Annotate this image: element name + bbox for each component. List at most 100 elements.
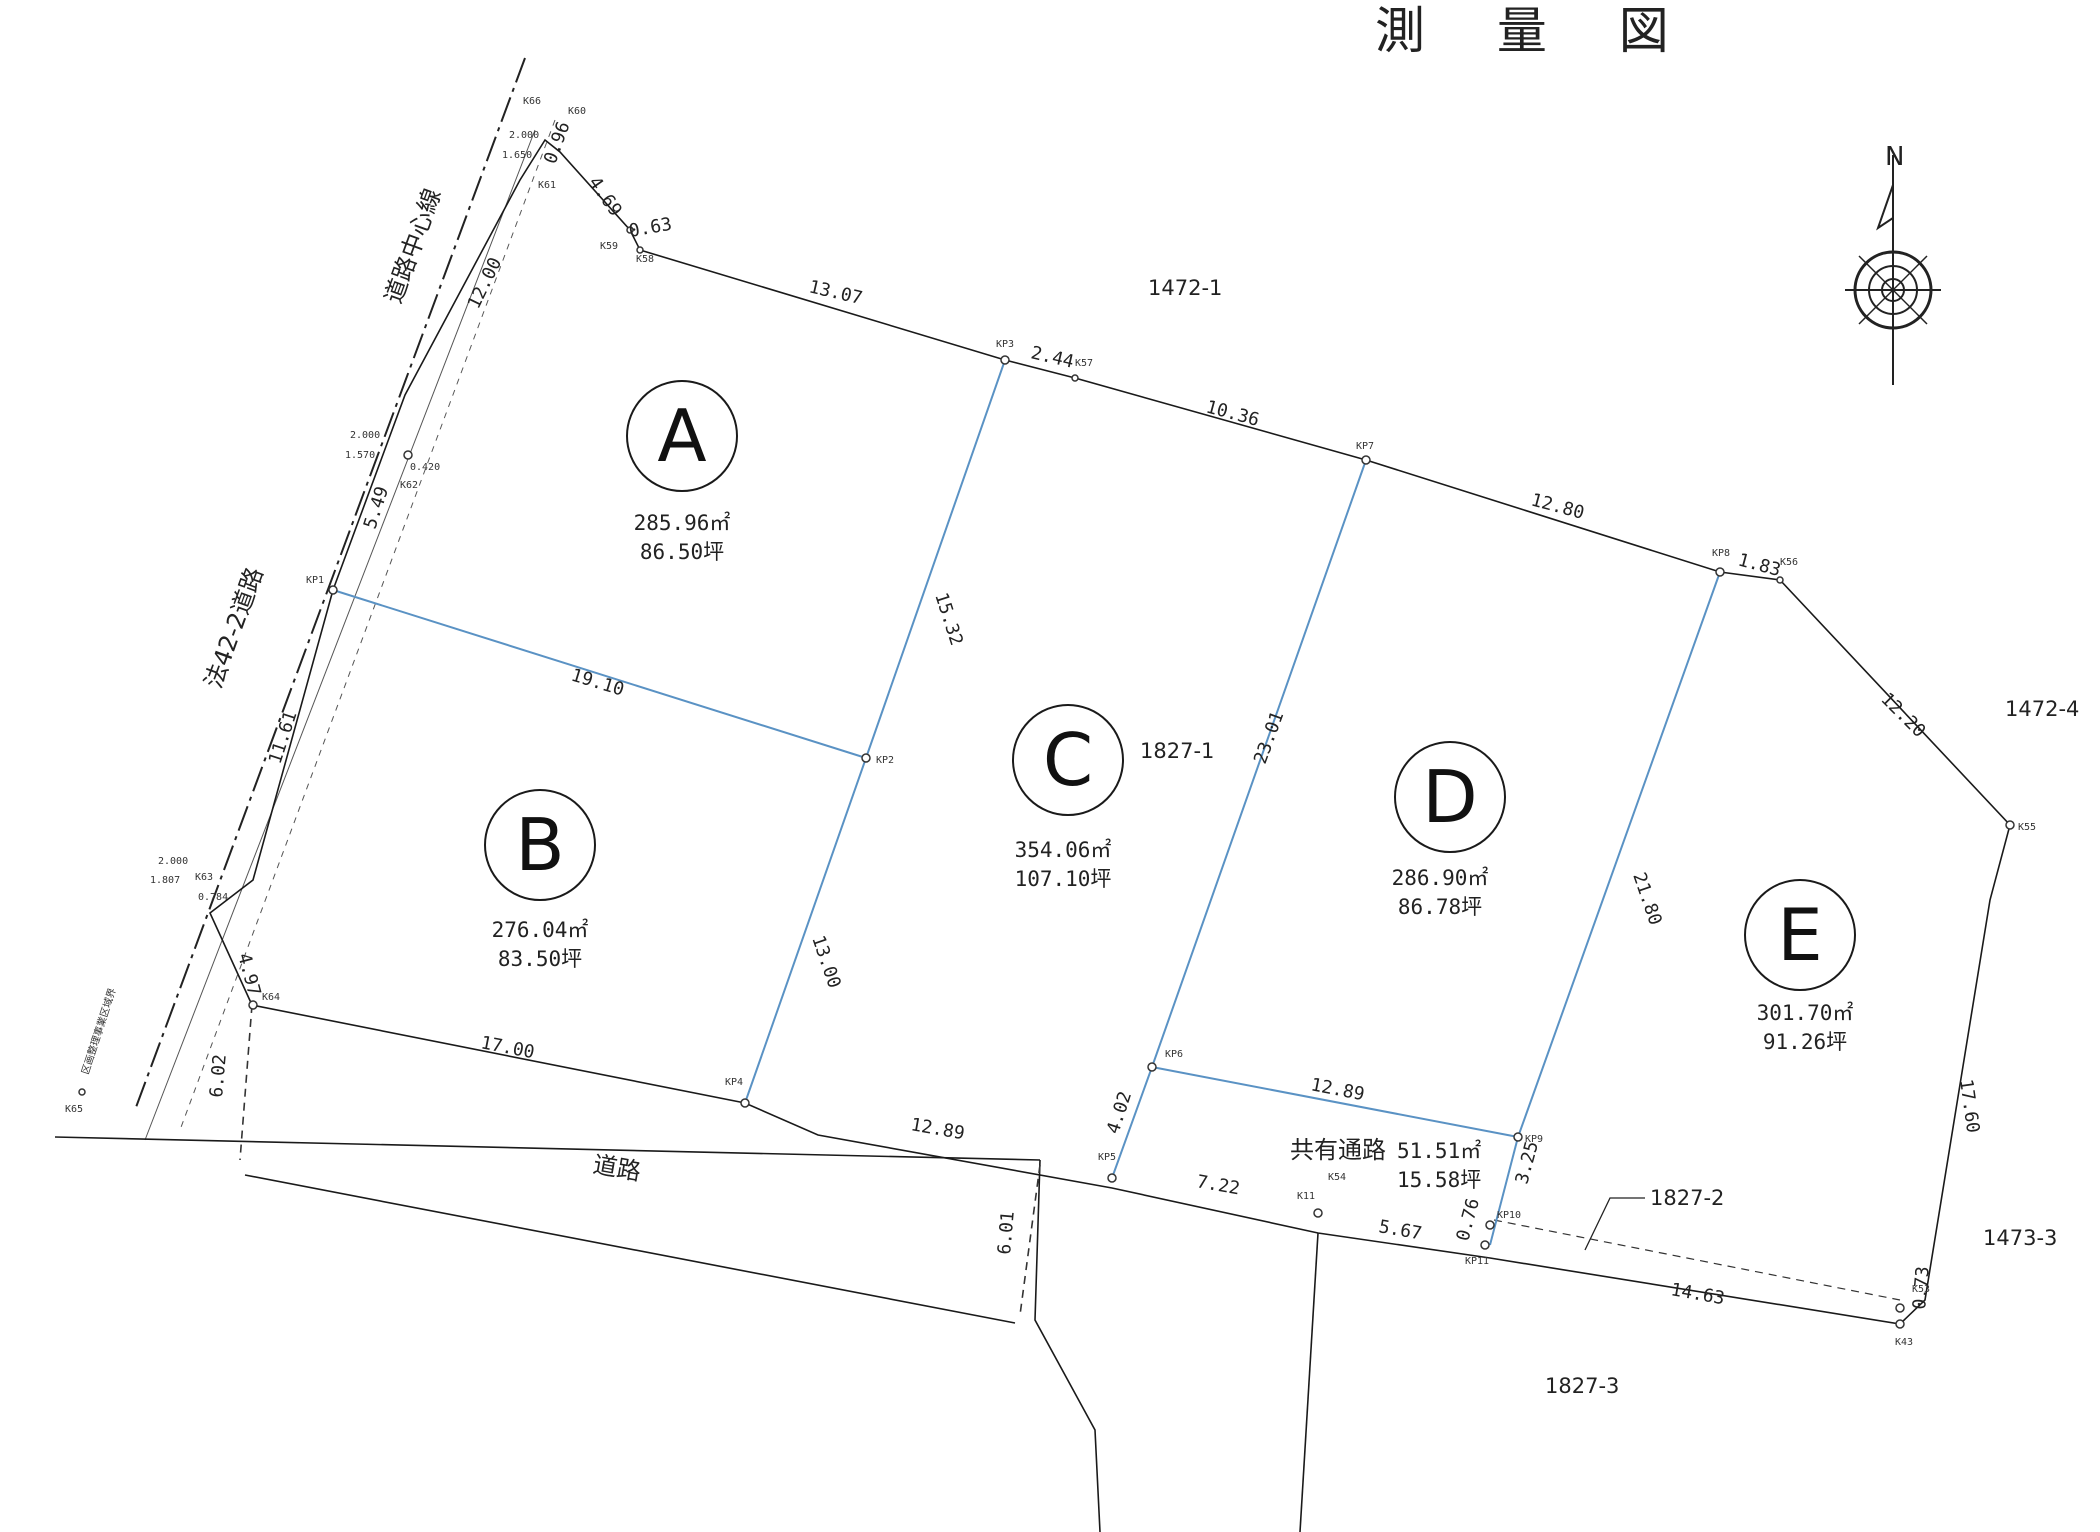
dimension-label: 0.73	[1909, 1265, 1934, 1310]
lot-e[interactable]: E 301.70㎡ 91.26坪	[1744, 879, 1856, 1054]
lot-b-letter: B	[515, 803, 564, 887]
road-branch-edge-left	[1034, 1159, 1101, 1532]
dimension-label: 15.32	[930, 590, 967, 648]
dimension-label: 1.83	[1736, 550, 1783, 582]
division-b-c	[744, 757, 867, 1104]
article-road-label: 法42-2道路	[199, 564, 269, 692]
point-label: KP9	[1525, 1134, 1543, 1145]
dimension-label: 0.784	[198, 892, 228, 903]
division-d-e	[1517, 571, 1721, 1138]
road-centerline	[134, 57, 526, 1111]
point-label: K53	[1912, 1284, 1930, 1295]
division-shared-left	[1111, 1066, 1153, 1179]
lot-b[interactable]: B 276.04㎡ 83.50坪	[484, 789, 596, 971]
boundary-points	[78, 226, 2015, 1329]
parcel-1827-1: 1827-1	[1140, 739, 1214, 763]
dimension-label: 6.01	[994, 1210, 1019, 1255]
point-label: K56	[1780, 557, 1798, 568]
lot-b-area: 276.04㎡	[492, 918, 589, 942]
dimension-label: 6.02	[206, 1053, 231, 1098]
dimension-label: 0.420	[410, 462, 440, 473]
dimension-label: 12.89	[1309, 1074, 1366, 1105]
lot-d-area: 286.90㎡	[1392, 866, 1489, 890]
point-label: K60	[568, 106, 586, 117]
lot-d[interactable]: D 286.90㎡ 86.78坪	[1392, 741, 1506, 919]
division-a-c	[865, 359, 1006, 759]
north-arrow-icon: N	[1845, 142, 1941, 385]
lot-c-circle	[1012, 704, 1124, 816]
road-edge-line	[144, 129, 536, 1141]
point-label: KP5	[1098, 1152, 1116, 1163]
centerline-label: 道路中心線	[379, 185, 446, 307]
lot-division-lines	[332, 359, 1721, 1246]
dimension-label: 12.00	[464, 254, 507, 312]
drawing-title: 測 量 図	[1375, 2, 1697, 60]
point-label: KP7	[1356, 441, 1374, 452]
point-label: KP8	[1712, 548, 1730, 559]
point-label: KP10	[1497, 1210, 1521, 1221]
point-label: K61	[538, 180, 556, 191]
parcel-1827-3: 1827-3	[1545, 1374, 1619, 1398]
road-edge-top	[54, 1136, 1041, 1161]
dimension-label: 13.07	[807, 276, 865, 309]
dimension-label: 17.60	[1955, 1078, 1983, 1135]
point-label: KP1	[306, 575, 324, 586]
division-ab	[332, 589, 867, 759]
lot-a-area: 285.96㎡	[634, 511, 731, 535]
parcel-1472-4: 1472-4	[2005, 697, 2079, 721]
division-d-shared	[1151, 1066, 1519, 1138]
lot-a-circle	[626, 380, 738, 492]
point-label: KP11	[1465, 1256, 1489, 1267]
lot-e-letter: E	[1777, 893, 1823, 977]
parcel-1472-1: 1472-1	[1148, 276, 1222, 300]
point-label: K59	[600, 241, 618, 252]
point-label: K66	[523, 96, 541, 107]
dimension-label: 17.00	[479, 1032, 536, 1063]
lot-d-tsubo: 86.78坪	[1398, 895, 1482, 919]
division-shared-right	[1489, 1136, 1519, 1246]
lot-b-tsubo: 83.50坪	[498, 947, 582, 971]
offset-label: 2.000	[509, 130, 539, 141]
shared-road-area: 51.51㎡	[1397, 1139, 1481, 1163]
dimension-label: 5.49	[360, 484, 393, 532]
point-label: K57	[1075, 358, 1093, 369]
dimension-label: 23.01	[1250, 709, 1288, 767]
dimension-label: 0.96	[540, 119, 575, 167]
lot-c[interactable]: C 354.06㎡ 107.10坪	[1012, 704, 1124, 891]
dimension-label: 12.20	[1876, 689, 1929, 742]
point-label: KP4	[725, 1077, 743, 1088]
dimension-label: 4.02	[1103, 1089, 1136, 1137]
parcel-1473-3: 1473-3	[1983, 1226, 2057, 1250]
lot-a-tsubo: 86.50坪	[640, 540, 724, 564]
road-branch-edge-right	[1299, 1232, 1319, 1532]
point-label: K63	[195, 872, 213, 883]
lot-c-tsubo: 107.10坪	[1015, 867, 1112, 891]
dimension-label: 21.80	[1628, 870, 1665, 928]
dimension-label: 0.76	[1453, 1196, 1485, 1243]
dimension-label: 19.10	[569, 665, 627, 701]
shared-road-label: 共有通路	[1290, 1136, 1386, 1164]
road-width-line-left	[239, 1004, 253, 1161]
shared-road-tsubo: 15.58坪	[1397, 1168, 1481, 1192]
lot-e-area: 301.70㎡	[1757, 1001, 1854, 1025]
point-label: K62	[400, 480, 418, 491]
dimension-label: 10.36	[1204, 397, 1262, 431]
point-label: KP6	[1165, 1049, 1183, 1060]
lot-c-area: 354.06㎡	[1015, 838, 1112, 862]
point-label: K64	[262, 992, 280, 1003]
road-label: 道路	[591, 1150, 643, 1186]
lot-d-letter: D	[1422, 755, 1477, 839]
dimension-label: 13.00	[807, 933, 844, 991]
parcel-1827-2-leader	[1584, 1197, 1645, 1251]
north-label: N	[1885, 142, 1904, 172]
point-label: K43	[1895, 1337, 1913, 1348]
point-label: K65	[65, 1104, 83, 1115]
lot-a[interactable]: A 285.96㎡ 86.50坪	[626, 380, 738, 564]
road-width-line-right	[1019, 1164, 1041, 1316]
point-label: KP2	[876, 755, 894, 766]
division-c-d	[1151, 459, 1367, 1068]
point-label: K55	[2018, 822, 2036, 833]
lot-e-circle	[1744, 879, 1856, 991]
offset-label: 1.807	[150, 875, 180, 886]
point-label: K11	[1297, 1191, 1315, 1202]
